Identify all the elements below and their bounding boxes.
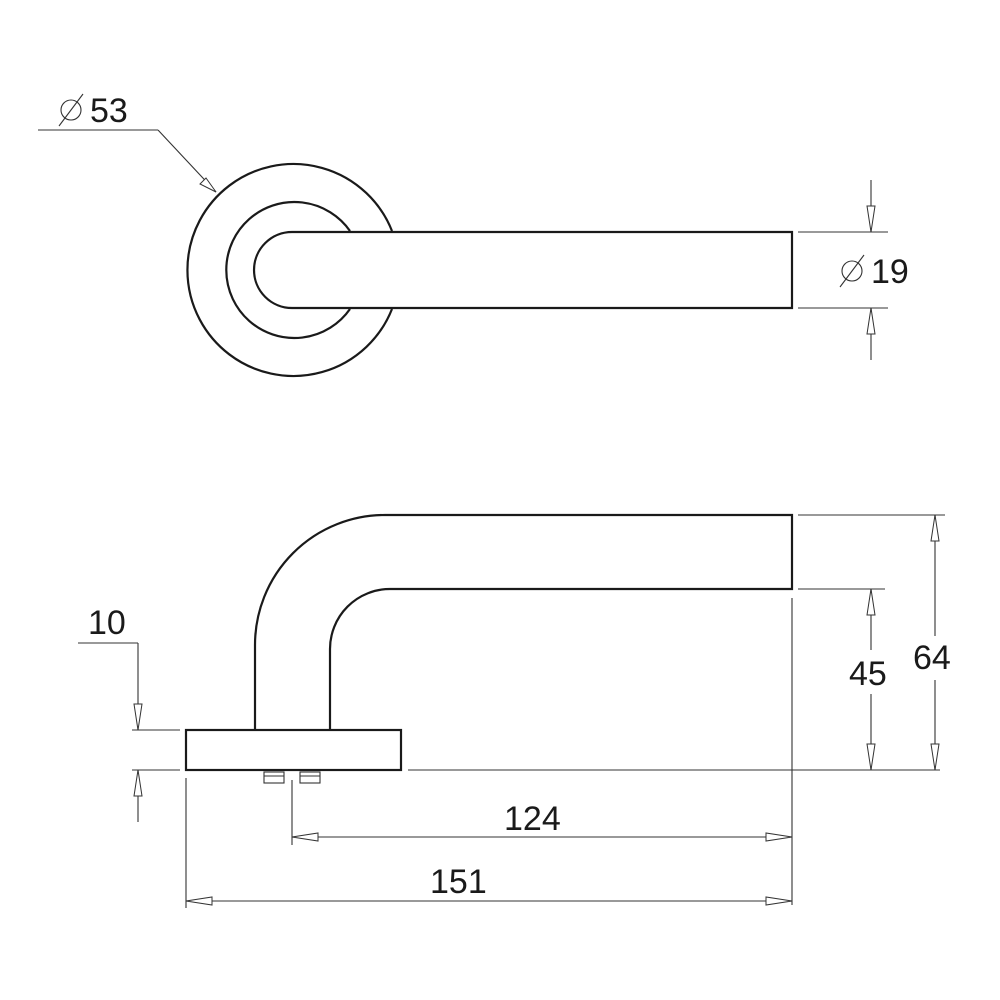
- lever-diameter-label: 19: [839, 253, 909, 291]
- lever-bar-outline: [252, 230, 794, 310]
- diameter-symbol-icon: [60, 99, 82, 121]
- lever-diameter-value: 19: [871, 253, 909, 291]
- rose-diameter-value: 53: [90, 92, 128, 130]
- rose-inner-circle: [225, 200, 351, 340]
- rose-diameter-label: 53: [58, 92, 128, 130]
- overall-length-value: 151: [430, 863, 487, 901]
- rose-thickness-arrowhead-bottom: [133, 769, 143, 797]
- rose-diameter-arrowhead: [199, 177, 217, 193]
- overall-height-value: 64: [913, 639, 951, 677]
- diameter-symbol-icon: [841, 260, 863, 282]
- lever-diameter-arrowhead-top: [866, 205, 876, 233]
- lever-height-arrowhead-bottom: [866, 743, 876, 771]
- lever-height-label-background: [846, 650, 896, 694]
- diameter-symbol-slash: [58, 93, 84, 127]
- lever-profile-outline: [253, 513, 794, 730]
- rose-plate: [184, 728, 403, 772]
- fixing-screw-right: [299, 771, 321, 784]
- fixing-screw-left: [263, 771, 285, 784]
- overall-length-arrowhead-left: [185, 896, 213, 906]
- rose-thickness-value: 10: [88, 604, 126, 642]
- spindle-to-end-arrowhead-right: [765, 832, 793, 842]
- lever-height-value: 45: [849, 655, 887, 693]
- rose-thickness-arrowhead-top: [133, 703, 143, 731]
- overall-length-arrowhead-right: [765, 896, 793, 906]
- spindle-to-end-value: 124: [504, 800, 561, 838]
- overall-height-arrowhead-bottom: [930, 743, 940, 771]
- overall-height-label-background: [910, 636, 960, 680]
- rose-outer-circle: [186, 162, 394, 378]
- overall-height-arrowhead-top: [930, 514, 940, 542]
- lever-height-arrowhead-top: [866, 588, 876, 616]
- lever-diameter-arrowhead-bottom: [866, 307, 876, 335]
- spindle-to-end-arrowhead-left: [291, 832, 319, 842]
- diameter-symbol-slash: [839, 254, 865, 288]
- top-view: 53 19: [38, 92, 909, 378]
- side-view: 10 45 64 124 151: [78, 513, 960, 908]
